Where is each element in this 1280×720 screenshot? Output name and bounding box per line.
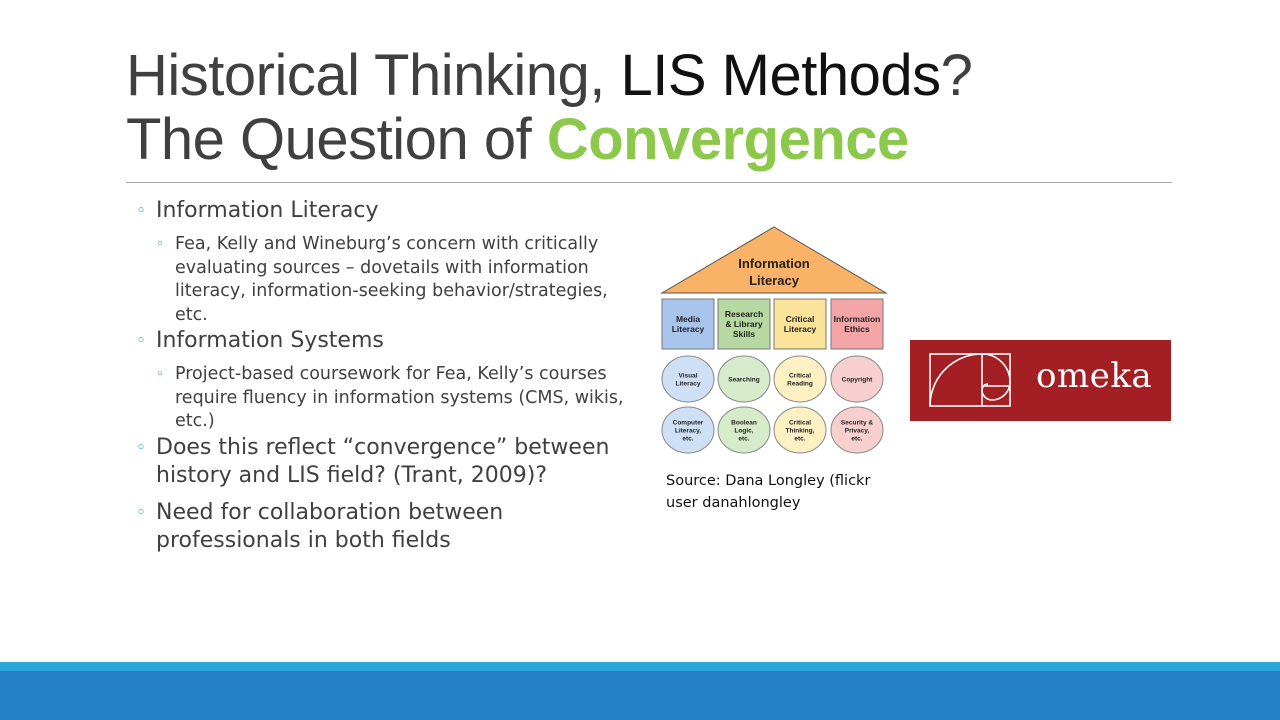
diagram-circle-label: etc. xyxy=(738,435,749,442)
bullet-list: Information LiteracyFea, Kelly and Wineb… xyxy=(136,197,646,555)
diagram-circle xyxy=(830,406,884,454)
diagram-circle xyxy=(773,406,827,454)
diagram-pillar-label: Information xyxy=(834,314,881,324)
diagram-circle-label: Searching xyxy=(728,376,759,383)
diagram-pillar-label: Literacy xyxy=(672,324,705,334)
title-text-emphasis: LIS Methods xyxy=(620,43,942,108)
diagram-circle xyxy=(717,355,771,403)
diagram-circle xyxy=(661,355,715,403)
diagram-circle-label: Computer xyxy=(673,419,704,426)
title-highlight: Convergence xyxy=(546,107,909,172)
diagram-pillar-label: Critical xyxy=(786,314,815,324)
sub-bullet-item: Project-based coursework for Fea, Kelly’… xyxy=(156,363,646,434)
diagram-pillar xyxy=(773,298,827,350)
bullet-item: Information Systems xyxy=(136,327,646,355)
diagram-pillar xyxy=(717,298,771,350)
image-caption: Source: Dana Longley (flickr user danahl… xyxy=(666,473,871,511)
diagram-circle-label: Boolean xyxy=(731,419,757,426)
information-literacy-diagram: InformationLiteracyMediaLiteracyResearch… xyxy=(660,226,888,454)
bullet-item: Need for collaboration between professio… xyxy=(136,499,646,555)
diagram-circle xyxy=(773,355,827,403)
diagram-circle-label: etc. xyxy=(682,435,693,442)
diagram-circle-label: Thinking, xyxy=(786,427,815,434)
title-line2-text: The Question of xyxy=(126,107,547,172)
diagram-pillar-label: Media xyxy=(676,314,700,324)
diagram-circle-label: Logic, xyxy=(734,427,753,434)
bullet-item: Does this reflect “convergence” between … xyxy=(136,434,646,490)
title-line-2: The Question of Convergence xyxy=(126,108,1186,172)
title-text: Historical Thinking, xyxy=(126,43,621,108)
diagram-circle-label: Reading xyxy=(787,380,813,387)
diagram-roof-label: Literacy xyxy=(749,273,800,288)
title-line-1: Historical Thinking, LIS Methods? xyxy=(126,44,1186,108)
diagram-circle-label: Copyright xyxy=(842,376,874,383)
diagram-pillar xyxy=(661,298,715,350)
title-divider xyxy=(126,182,1172,183)
diagram-circle xyxy=(830,355,884,403)
diagram-circle-label: Literacy, xyxy=(675,427,701,434)
sub-bullet-item: Fea, Kelly and Wineburg’s concern with c… xyxy=(156,233,646,327)
diagram-circle-label: Visual xyxy=(678,372,697,379)
diagram-pillar-label: Skills xyxy=(733,329,755,339)
diagram-circle-label: Literacy xyxy=(676,380,701,387)
diagram-pillar-label: Research xyxy=(725,309,763,319)
slide-title: Historical Thinking, LIS Methods? The Qu… xyxy=(126,44,1186,172)
diagram-pillar-label: Literacy xyxy=(784,324,817,334)
bullet-item: Information Literacy xyxy=(136,197,646,225)
diagram-roof-label: Information xyxy=(738,256,810,271)
diagram-pillar xyxy=(830,298,884,350)
diagram-circle xyxy=(717,406,771,454)
diagram-pillar-label: & Library xyxy=(725,319,763,329)
diagram-circle-label: Privacy, xyxy=(845,427,870,434)
diagram-roof xyxy=(660,226,888,294)
diagram-circle-label: Critical xyxy=(789,419,811,426)
title-text-end: ? xyxy=(940,43,973,108)
footer-accent-strip xyxy=(0,662,1280,671)
diagram-circle-label: etc. xyxy=(794,435,805,442)
golden-spiral-icon xyxy=(929,353,1011,407)
diagram-circle-label: Security & xyxy=(841,419,873,426)
diagram-circle xyxy=(661,406,715,454)
omeka-logo-text: omeka xyxy=(1036,356,1153,396)
diagram-circle-label: Critical xyxy=(789,372,811,379)
diagram-pillar-label: Ethics xyxy=(844,324,870,334)
diagram-circle-label: etc. xyxy=(851,435,862,442)
omeka-logo: omeka xyxy=(910,340,1171,421)
footer-bar xyxy=(0,671,1280,720)
